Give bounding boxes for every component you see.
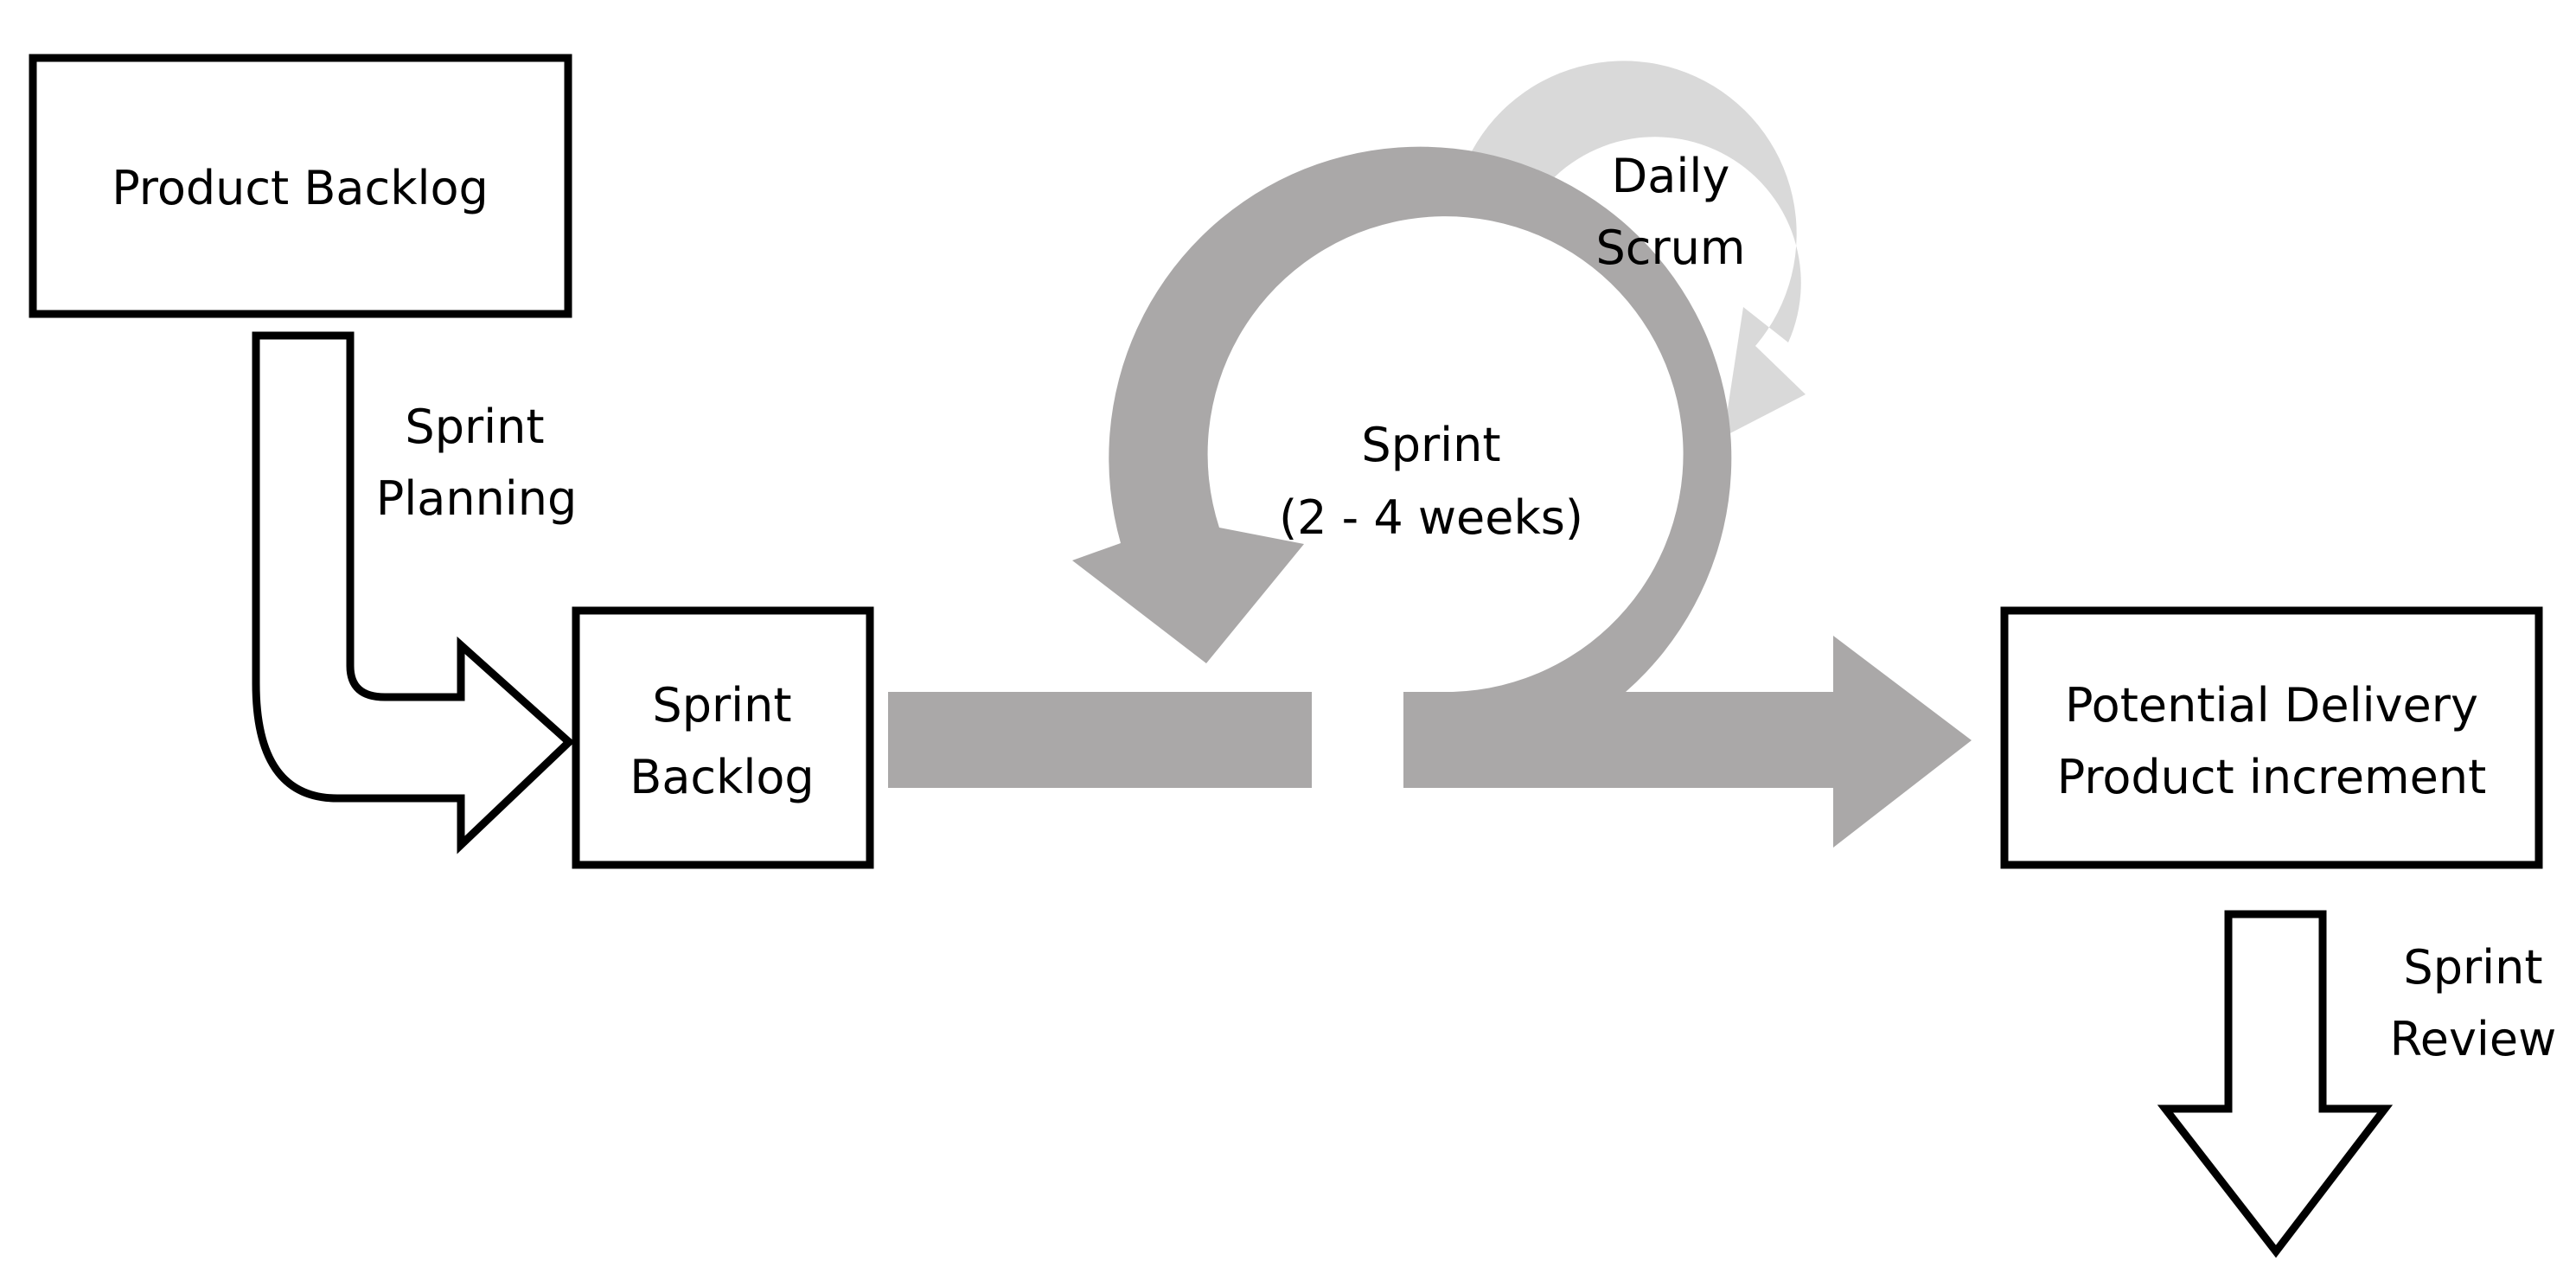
product-backlog-label: Product Backlog [112,161,489,215]
sprint-planning-label-line1: Sprint [405,400,544,454]
sprint-backlog-label-line1: Sprint [652,678,791,733]
sprint-backlog-box [572,606,874,869]
daily-scrum-label-line2: Scrum [1596,221,1746,275]
sprint-review-label-line1: Sprint [2403,940,2542,995]
product-backlog-box [29,54,572,318]
daily-scrum-label-line1: Daily [1612,149,1730,203]
sprint-review-arrow [2157,910,2394,1258]
sprint-cycle-label-line2: (2 - 4 weeks) [1279,490,1583,545]
sprint-planning-arrow [252,331,575,854]
sprint-backlog-label-line2: Backlog [630,750,814,804]
sprint-planning-label-line2: Planning [376,471,578,526]
sprint-loop-arrow [1072,146,1972,848]
sprint-review-label-line2: Review [2390,1012,2557,1066]
potential-delivery-label-line2: Product increment [2057,750,2487,804]
sprint-flow-left-bar [888,692,1312,788]
potential-delivery-label-line1: Potential Delivery [2065,678,2478,733]
daily-scrum-loop-arrow [1453,61,1806,438]
sprint-cycle-label-line1: Sprint [1361,418,1500,472]
potential-delivery-box [2000,606,2543,869]
